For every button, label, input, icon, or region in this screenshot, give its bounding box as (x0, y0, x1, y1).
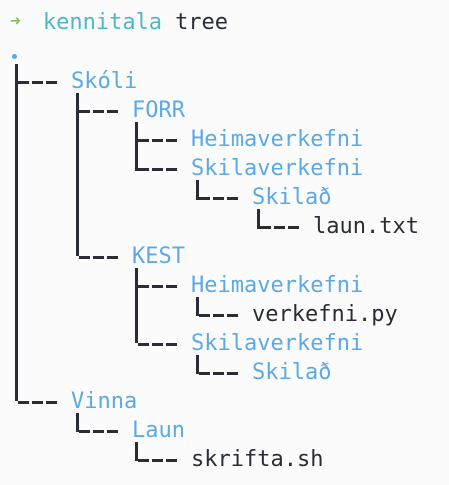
tree-branch-dash (79, 256, 118, 259)
tree-item-dir-kest[interactable]: KEST (132, 244, 185, 269)
tree-branch-dash (138, 139, 177, 142)
tree-item-dir-skilaverkefni[interactable]: Skilaverkefni (191, 331, 364, 356)
tree-branch-dash (138, 343, 177, 346)
tree-connector-skoli (76, 93, 79, 256)
tree-item-dir-skilad[interactable]: Skilað (252, 185, 332, 210)
tree-item-dir-laun[interactable]: Laun (132, 418, 185, 443)
tree-connector-heimaverkefni-2 (196, 297, 199, 316)
tree-item-file-laun-txt[interactable]: laun.txt (313, 214, 419, 239)
tree-branch-dash (79, 430, 118, 433)
tree-connector-forr (135, 122, 138, 171)
prompt-arrow-icon: ➜ (10, 10, 21, 32)
prompt-command: tree (175, 9, 229, 35)
tree-item-dir-skilad[interactable]: Skilað (252, 360, 332, 385)
tree-item-dir-heimaverkefni[interactable]: Heimaverkefni (191, 127, 364, 152)
tree-branch-dash (138, 168, 177, 171)
tree-connector-skilad-1 (257, 209, 260, 229)
tree-item-dir-skilaverkefni[interactable]: Skilaverkefni (191, 156, 364, 181)
tree-branch-dash (199, 314, 238, 317)
tree-connector-root (15, 64, 18, 401)
tree-connector-kest (135, 268, 138, 343)
tree-branch-dash (79, 110, 118, 113)
tree-branch-dash (199, 372, 238, 375)
tree-branch-dash (260, 226, 299, 229)
tree-connector-vinna (76, 413, 79, 432)
tree-connector-skilaverkefni-1 (196, 180, 199, 200)
tree-branch-dash (138, 285, 177, 288)
tree-branch-dash (199, 197, 238, 200)
tree-item-dir-skoli[interactable]: Skóli (71, 69, 138, 94)
tree-root-dot (12, 54, 17, 59)
tree-branch-dash (18, 401, 57, 404)
prompt-directory: kennitala (42, 9, 163, 35)
shell-prompt: ➜ kennitala tree (10, 7, 228, 37)
tree-branch-dash (138, 459, 177, 462)
tree-item-dir-heimaverkefni[interactable]: Heimaverkefni (191, 273, 364, 298)
tree-connector-skilaverkefni-2 (196, 355, 199, 374)
tree-item-file-verkefni-py[interactable]: verkefni.py (252, 302, 398, 327)
tree-item-dir-vinna[interactable]: Vinna (71, 389, 138, 414)
tree-item-file-skrifta-sh[interactable]: skrifta.sh (191, 447, 324, 472)
tree-item-dir-forr[interactable]: FORR (132, 98, 185, 123)
tree-connector-laun (135, 442, 138, 461)
tree-branch-dash (18, 81, 57, 84)
